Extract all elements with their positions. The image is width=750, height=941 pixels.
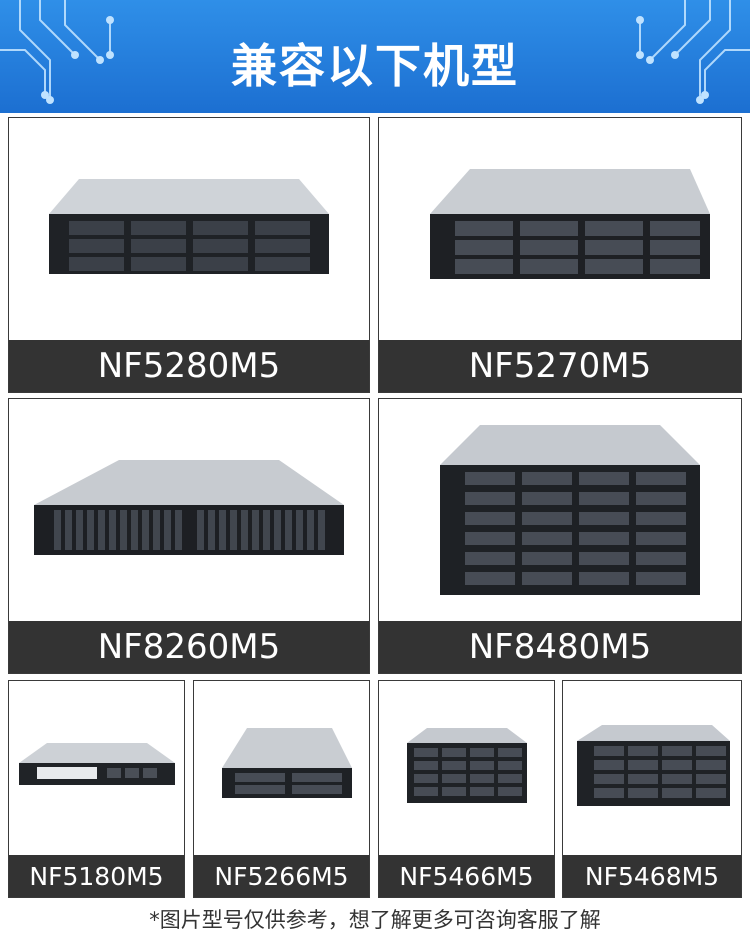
model-label: NF8260M5	[9, 621, 369, 673]
model-label: NF5266M5	[194, 855, 369, 897]
model-label: NF8480M5	[379, 621, 741, 673]
model-card-nf5270m5: NF5270M5	[378, 117, 742, 393]
circuit-decoration-right	[636, 0, 750, 104]
model-card-nf5180m5: NF5180M5	[8, 680, 185, 898]
page-title: 兼容以下机型	[231, 39, 519, 93]
model-label: NF5466M5	[379, 855, 554, 897]
model-label: NF5280M5	[9, 340, 369, 392]
model-label: NF5468M5	[563, 855, 741, 897]
model-label: NF5270M5	[379, 340, 741, 392]
server-image	[379, 118, 741, 340]
server-image	[9, 681, 184, 855]
server-image	[9, 399, 369, 621]
footnote: *图片型号仅供参考，想了解更多可咨询客服了解	[149, 908, 601, 932]
header-banner: 兼容以下机型	[0, 0, 750, 113]
model-card-nf8480m5: NF8480M5	[378, 398, 742, 674]
circuit-decoration-left	[0, 0, 114, 104]
model-card-nf5466m5: NF5466M5	[378, 680, 555, 898]
server-image	[9, 118, 369, 340]
server-image	[379, 681, 554, 855]
model-card-nf8260m5: NF8260M5	[8, 398, 370, 674]
model-card-nf5468m5: NF5468M5	[562, 680, 742, 898]
server-image	[379, 399, 741, 621]
server-image	[563, 681, 741, 855]
model-card-nf5266m5: NF5266M5	[193, 680, 370, 898]
model-label: NF5180M5	[9, 855, 184, 897]
model-card-nf5280m5: NF5280M5	[8, 117, 370, 393]
server-image	[194, 681, 369, 855]
